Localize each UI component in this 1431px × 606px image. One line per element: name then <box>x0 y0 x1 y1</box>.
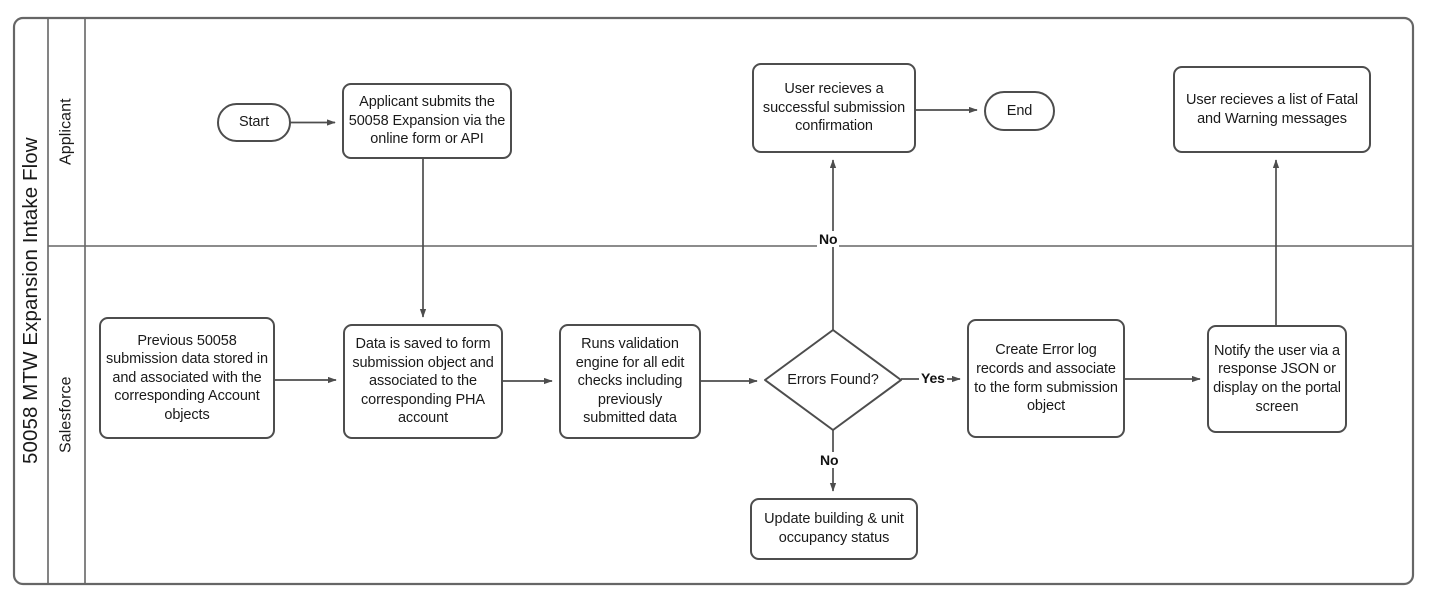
node-update-occupancy[interactable] <box>750 498 918 560</box>
node-previous-data[interactable] <box>99 317 275 439</box>
pool-frame <box>12 16 1415 586</box>
node-start[interactable] <box>217 103 291 142</box>
node-errors-found[interactable] <box>764 329 902 431</box>
node-submit-form[interactable] <box>342 83 512 159</box>
node-save-data[interactable] <box>343 324 503 439</box>
edge-label-no-down: No <box>818 452 841 468</box>
lane-label-salesforce: Salesforce <box>57 376 75 454</box>
node-end[interactable] <box>984 91 1055 131</box>
node-run-validation[interactable] <box>559 324 701 439</box>
edge-label-yes: Yes <box>919 370 947 386</box>
node-notify-user[interactable] <box>1207 325 1347 433</box>
lane-label-applicant: Applicant <box>57 98 75 166</box>
node-fatal-warning[interactable] <box>1173 66 1371 153</box>
edge-label-no-up: No <box>817 231 840 247</box>
node-create-error-log[interactable] <box>967 319 1125 438</box>
pool-title: 50058 MTW Expansion Intake Flow <box>19 137 42 465</box>
node-success-confirm[interactable] <box>752 63 916 153</box>
